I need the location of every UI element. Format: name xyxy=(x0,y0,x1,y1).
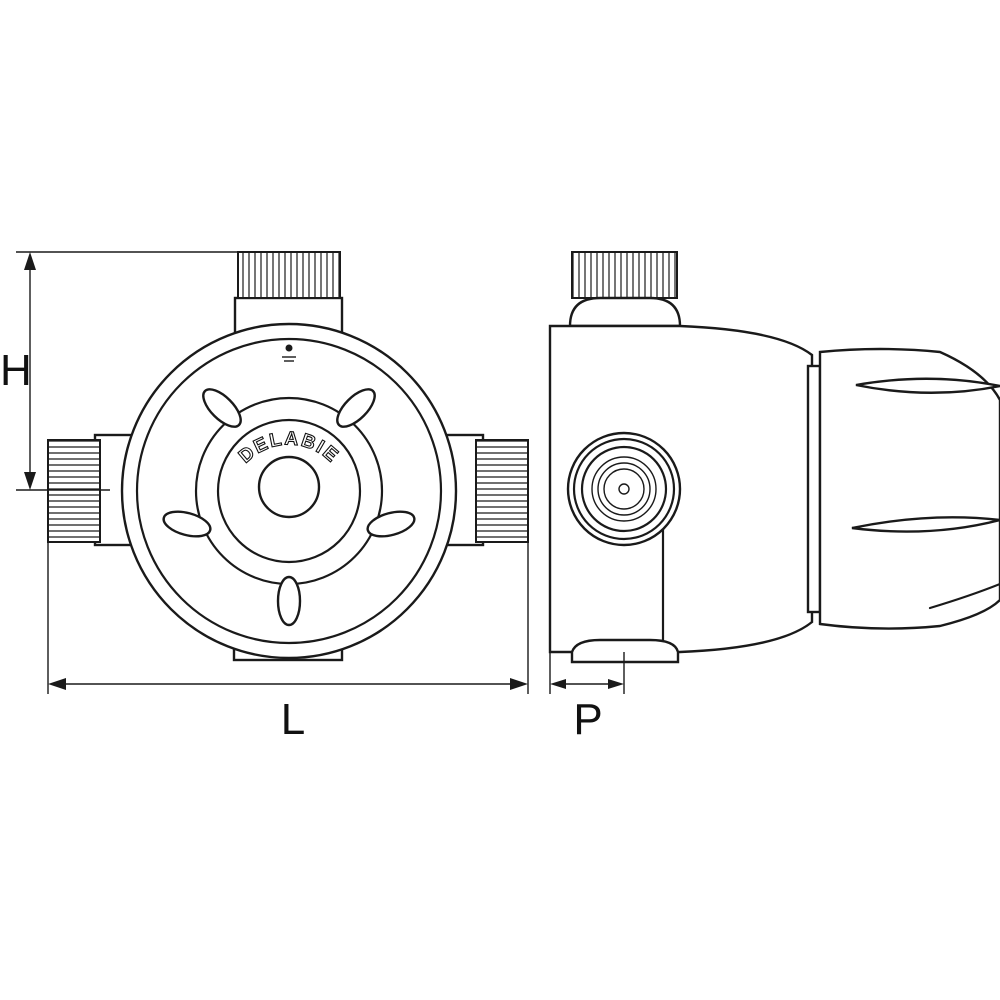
length-dimension: L xyxy=(47,542,529,744)
knob-center-button xyxy=(257,455,321,519)
knob-grip-flutes xyxy=(851,377,1000,610)
dimension-lines: H L P xyxy=(0,251,625,744)
height-dimension: H xyxy=(0,251,238,491)
side-view xyxy=(548,251,1000,664)
knob-grip-lobes xyxy=(162,388,416,627)
side-port-icon xyxy=(566,431,682,547)
front-view: DELABIE xyxy=(47,251,529,662)
side-bottom-tab xyxy=(570,638,680,664)
top-thread-connector xyxy=(233,251,344,336)
control-knob-face xyxy=(216,418,362,564)
temperature-marker-icon xyxy=(282,344,296,362)
valve-body-ring xyxy=(135,337,443,645)
length-label: L xyxy=(281,695,305,744)
depth-label: P xyxy=(573,695,602,744)
side-top-thread-connector xyxy=(568,251,682,328)
side-knob xyxy=(818,347,1000,630)
height-label: H xyxy=(0,346,32,395)
depth-dimension: P xyxy=(549,652,625,744)
side-collar xyxy=(806,364,822,614)
